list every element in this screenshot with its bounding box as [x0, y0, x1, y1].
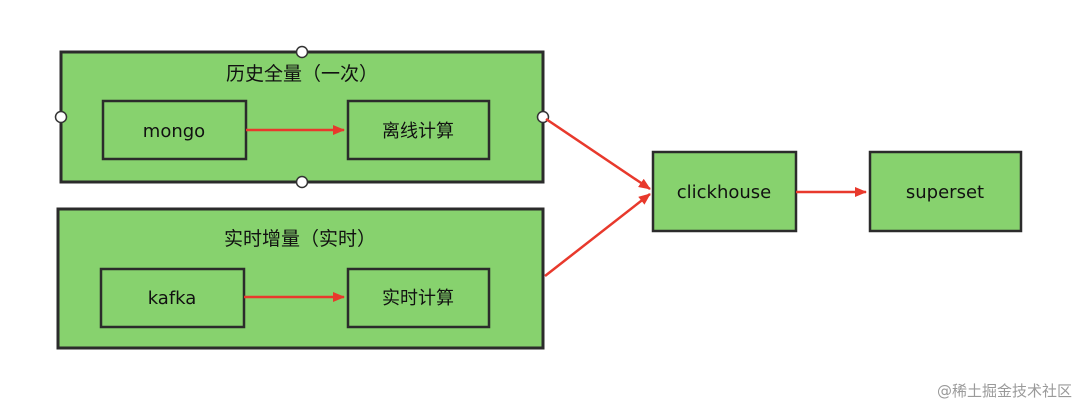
- resize-handle-left[interactable]: [54, 110, 68, 124]
- resize-handle-bottom[interactable]: [295, 175, 309, 189]
- resize-handle-top[interactable]: [295, 45, 309, 59]
- node-offline-compute[interactable]: 离线计算: [346, 99, 491, 161]
- node-clickhouse-label: clickhouse: [677, 182, 772, 203]
- edge-history-to-clickhouse[interactable]: [545, 117, 651, 191]
- node-kafka-box[interactable]: [99, 267, 246, 329]
- group-realtime-title: 实时增量（实时）: [224, 228, 376, 250]
- node-superset[interactable]: superset: [868, 150, 1023, 233]
- node-kafka[interactable]: kafka: [99, 267, 246, 329]
- node-realtime-compute[interactable]: 实时计算: [346, 267, 491, 329]
- node-mongo-label: mongo: [143, 121, 205, 142]
- node-mongo[interactable]: mongo: [101, 99, 248, 161]
- node-realtime-compute-label: 实时计算: [382, 288, 454, 309]
- node-superset-box[interactable]: [868, 150, 1023, 233]
- node-realtime-compute-box[interactable]: [346, 267, 491, 329]
- node-offline-compute-label: 离线计算: [382, 121, 454, 142]
- node-clickhouse[interactable]: clickhouse: [651, 150, 798, 233]
- group-history-title: 历史全量（一次）: [226, 63, 378, 85]
- node-offline-compute-box[interactable]: [346, 99, 491, 161]
- edge-realtime-to-clickhouse[interactable]: [544, 193, 651, 277]
- node-superset-label: superset: [906, 182, 984, 203]
- watermark-text: @稀土掘金技术社区: [937, 382, 1072, 400]
- node-kafka-label: kafka: [148, 288, 197, 309]
